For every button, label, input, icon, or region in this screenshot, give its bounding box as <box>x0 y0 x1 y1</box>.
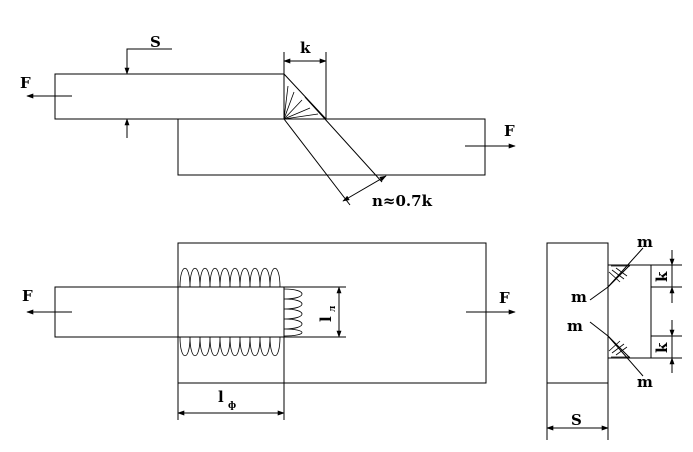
section-weld-bottom <box>607 334 632 359</box>
force-label-plan-right: F <box>499 289 510 307</box>
side-weld-bottom <box>179 336 281 357</box>
m-line-top-upper <box>607 247 644 288</box>
side-weld-label: l <box>218 388 224 406</box>
s-section-label: S <box>571 411 582 429</box>
m-line-bottom-upper <box>589 321 609 337</box>
throat-label: n≈0.7k <box>372 192 433 210</box>
front-weld-label-group: l л <box>317 305 338 322</box>
k-section-bottom-label: k <box>653 342 671 353</box>
m-label-1: m <box>637 233 653 251</box>
section-base-plate <box>546 242 609 384</box>
k-section-top-label-group: k <box>653 271 671 282</box>
top-upper-plate <box>54 73 285 120</box>
top-lap-joint: n≈0.7k k S F F <box>20 33 516 210</box>
side-weld-label-sub: ф <box>228 401 236 411</box>
front-weld-label: l <box>317 316 335 322</box>
force-label-top-right: F <box>504 122 515 140</box>
cross-section: m m m m k k S <box>546 233 682 440</box>
s-label-top: S <box>150 33 161 51</box>
front-weld <box>283 288 303 337</box>
plan-base-plate <box>177 242 487 384</box>
s-indicator-top <box>124 48 172 75</box>
front-weld-label-sub: л <box>328 305 338 312</box>
k-section-bottom-label-group: k <box>653 342 671 353</box>
m-line-bottom-lower <box>607 335 644 377</box>
plan-view: l л l ф F F <box>22 242 516 420</box>
fillet-weld-hatch <box>283 85 319 120</box>
plan-lap-plate <box>54 286 285 338</box>
top-lower-plate <box>177 118 486 176</box>
force-label-plan-left: F <box>22 287 33 305</box>
throat-line-right <box>304 96 383 183</box>
m-label-4: m <box>637 373 653 391</box>
m-label-3: m <box>567 317 583 335</box>
throat-dimension <box>342 175 387 202</box>
m-label-2: m <box>571 288 587 306</box>
side-weld-top <box>179 267 281 288</box>
throat-line-left <box>283 118 351 206</box>
k-section-top-label: k <box>653 271 671 282</box>
m-line-top-lower <box>589 286 609 301</box>
force-label-top-left: F <box>20 74 31 92</box>
section-weld-top <box>607 264 632 289</box>
k-label-top: k <box>300 39 311 57</box>
